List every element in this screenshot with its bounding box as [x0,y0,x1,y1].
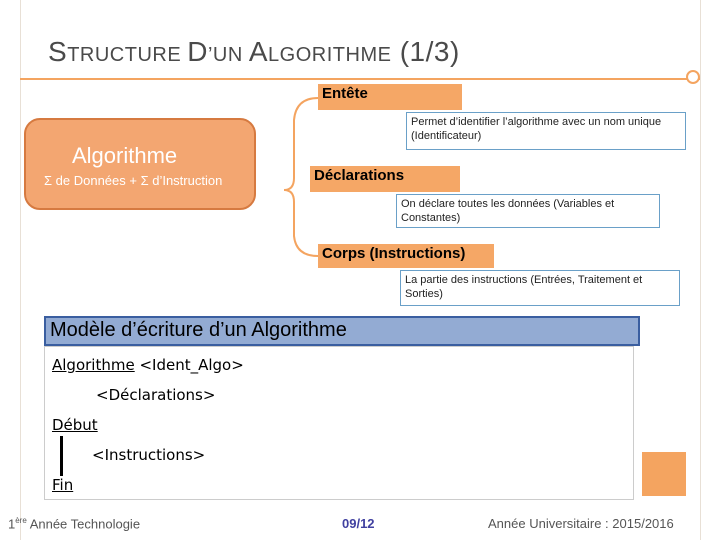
section-entete: Entête [318,84,462,110]
instruction-bar [60,436,63,476]
algorithm-title: Algorithme [72,143,178,168]
slide-title: STRUCTURE D’UN ALGORITHME (1/3) [48,36,460,67]
entete-description: Permet d’identifier l’algorithme avec un… [406,112,686,150]
footer-left: 1ère Année Technologie [8,516,141,532]
model-body [44,346,634,500]
algorithm-box [24,118,256,210]
title-dot [686,70,700,84]
code-line-instructions: <Instructions> [92,446,206,464]
frame-right-line [700,0,701,540]
ident-algo: <Ident_Algo> [134,356,244,374]
page-number: 09/12 [342,516,375,531]
frame-left-line [20,0,21,540]
code-line-declarations: <Déclarations> [96,386,216,404]
corps-description: La partie des instructions (Entrées, Tra… [400,270,680,306]
model-heading: Modèle d’écriture d’un Algorithme [44,316,640,346]
title-rule [20,78,700,80]
decorative-square [642,452,686,496]
code-line-algorithme: Algorithme <Ident_Algo> [52,356,244,374]
section-corps: Corps (Instructions) [318,244,494,268]
declarations-description: On déclare toutes les données (Variables… [396,194,660,228]
keyword-fin: Fin [52,476,74,494]
algorithm-subtitle: Σ de Données + Σ d’Instruction [44,173,223,188]
keyword-debut: Début [52,416,98,434]
footer-right: Année Universitaire : 2015/2016 [488,516,674,531]
keyword-algorithme: Algorithme [52,356,135,374]
section-declarations: Déclarations [310,166,460,192]
